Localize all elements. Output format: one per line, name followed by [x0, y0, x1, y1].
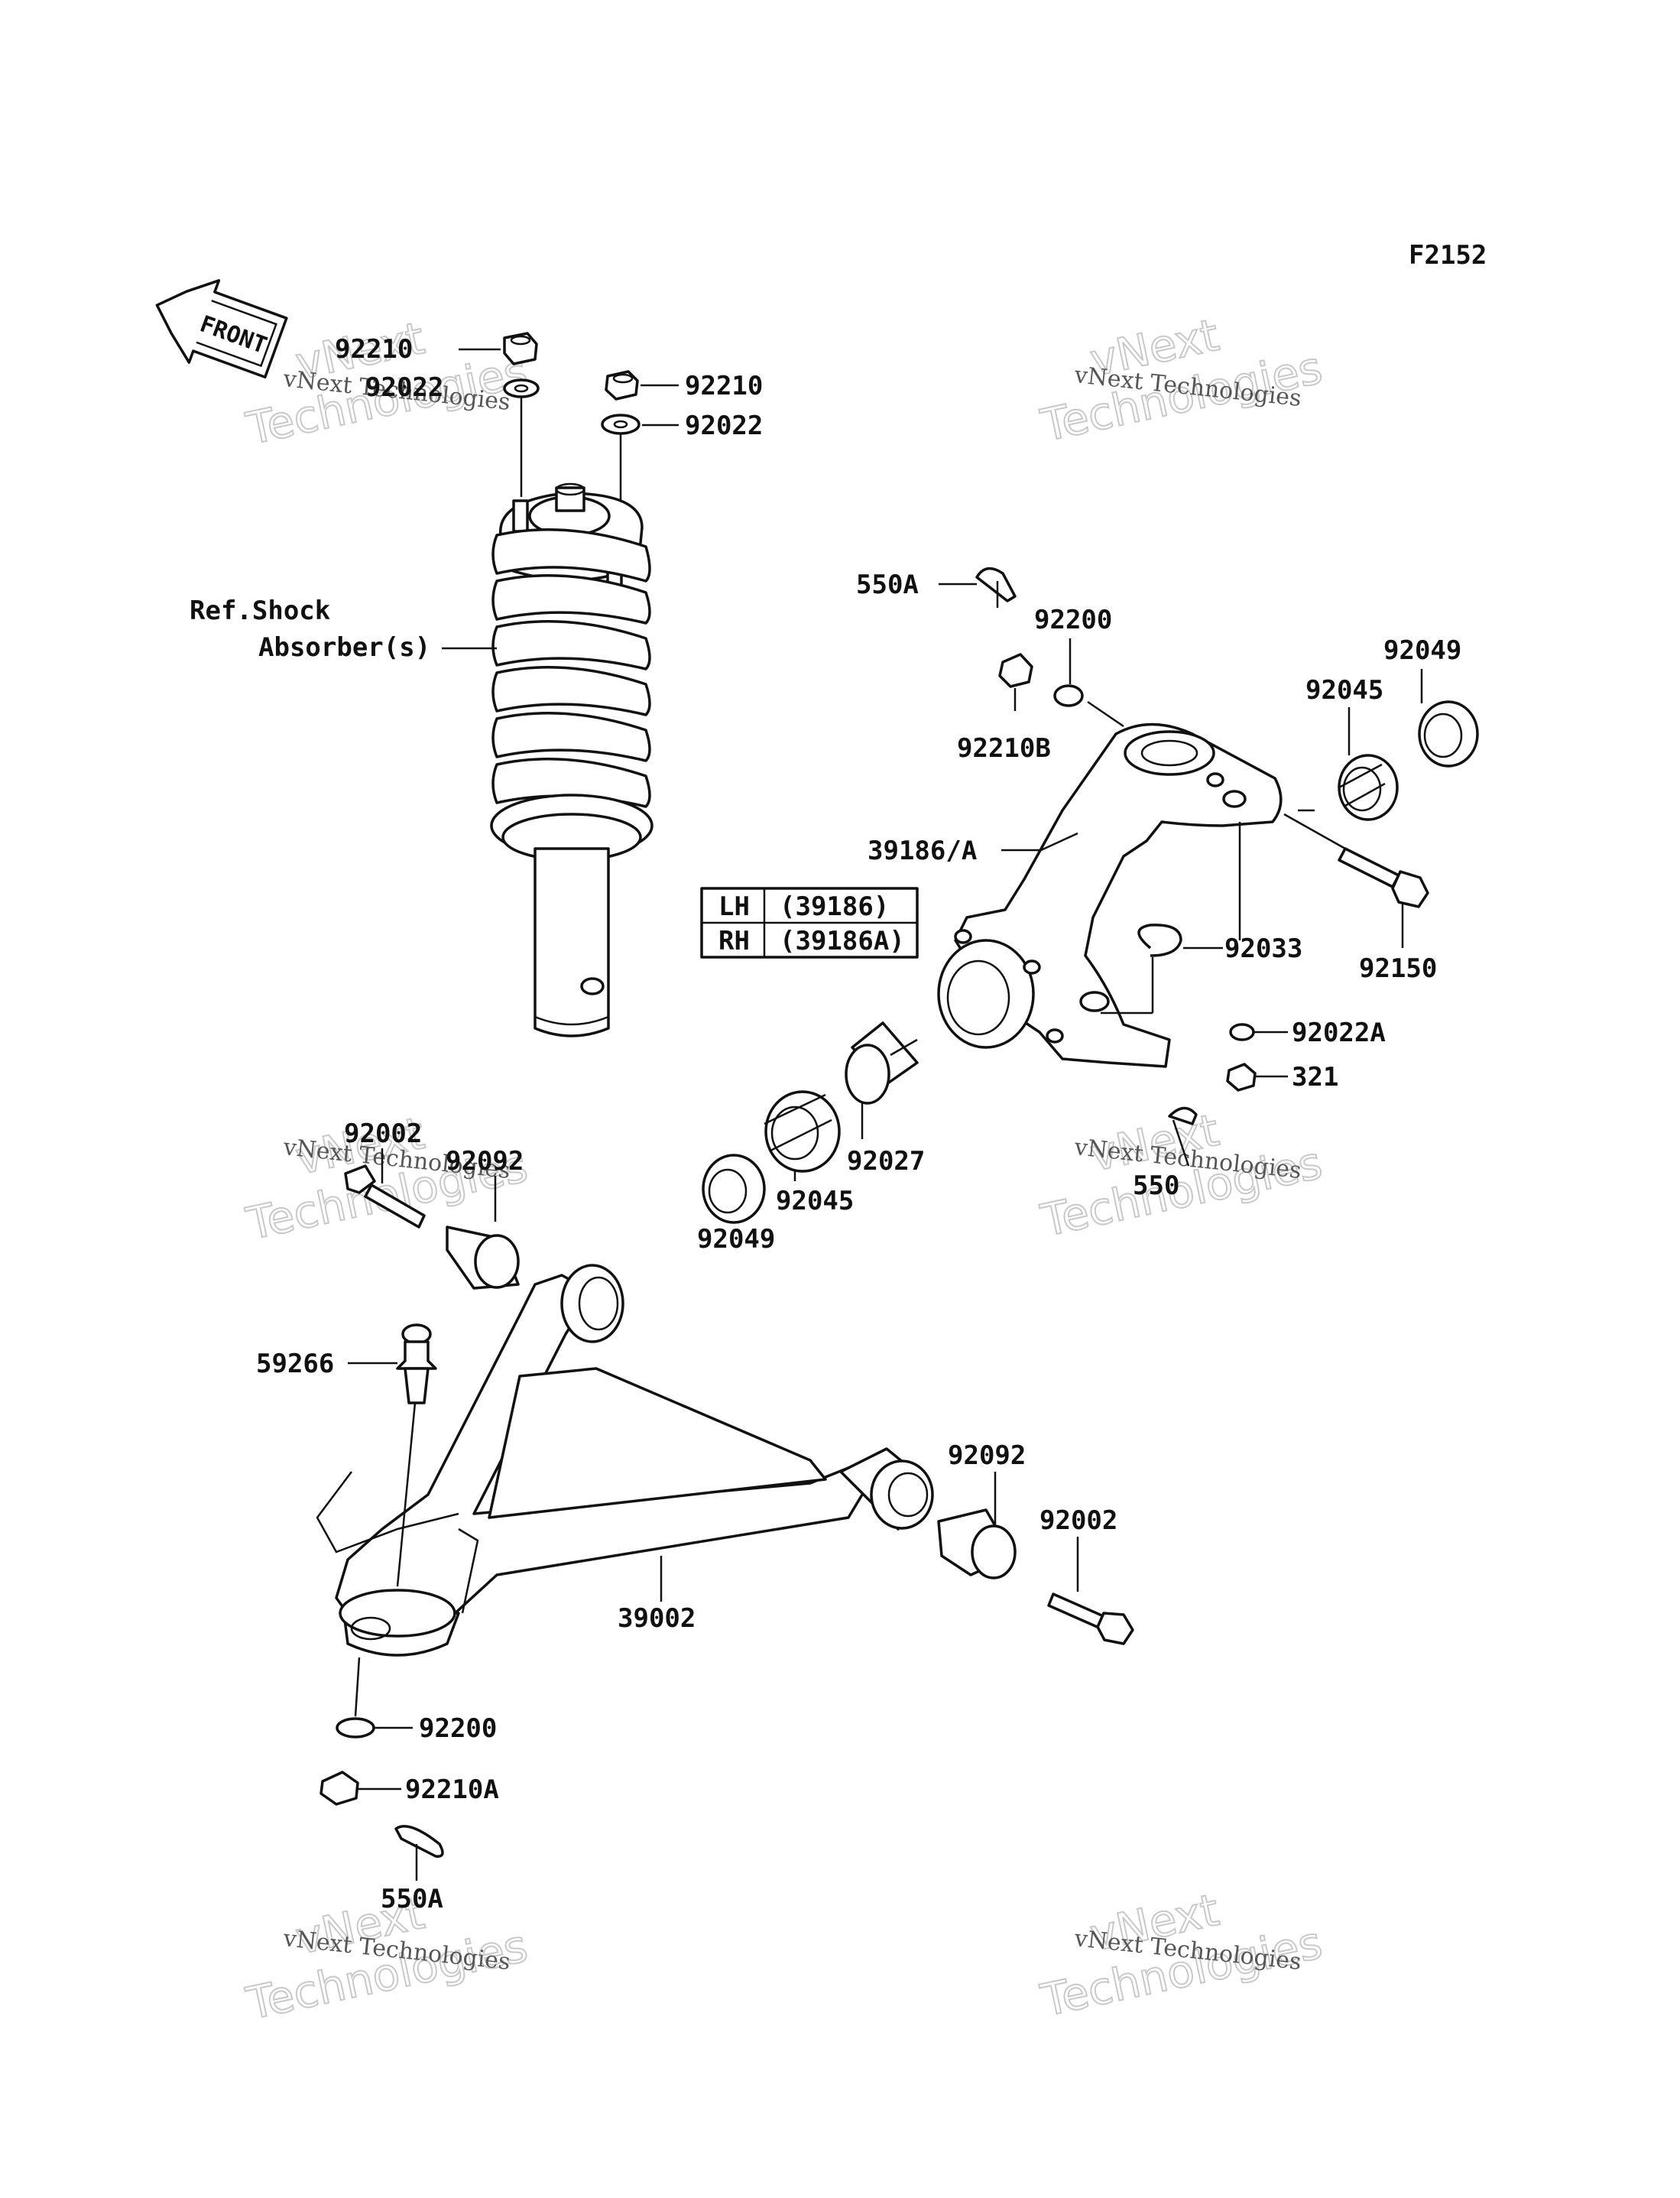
- ref-note-line1: Ref.Shock: [190, 596, 330, 626]
- callout-labels: 92210 92022 92210 92022 Ref.Shock Absorb…: [190, 334, 1461, 1914]
- nut-top-right-icon: [605, 370, 639, 401]
- bolt-arm-right-icon: [1047, 1592, 1134, 1645]
- callout-92049-right: 92049: [1383, 635, 1461, 666]
- bolt-knuckle-icon: [1283, 813, 1429, 908]
- bushing-right-icon: [937, 1508, 1017, 1580]
- callout-92002-right: 92002: [1039, 1505, 1117, 1536]
- callout-92200-arm: 92200: [419, 1713, 497, 1744]
- spacer-icon: [845, 1021, 919, 1105]
- cotter-pin-arm-icon: [394, 1825, 444, 1858]
- callout-550A-arm: 550A: [381, 1884, 443, 1914]
- knuckle-assembly: [702, 567, 1479, 1224]
- callout-92022-top-right: 92022: [685, 411, 763, 441]
- callout-92027: 92027: [847, 1146, 925, 1177]
- front-arrow-icon: FRONT: [155, 279, 288, 378]
- callout-92092-left: 92092: [446, 1146, 524, 1177]
- callout-92022-top-left: 92022: [365, 372, 443, 403]
- washer-knuckle-top-icon: [1053, 684, 1084, 707]
- castle-nut-knuckle-icon: [998, 653, 1033, 688]
- part-rh: (39186A): [780, 926, 905, 956]
- callout-92092-right: 92092: [948, 1440, 1026, 1471]
- bearing-right-icon: [1338, 754, 1399, 821]
- side-lh: LH: [718, 891, 750, 922]
- nut-knuckle-bottom-icon: [1226, 1063, 1257, 1092]
- ref-note-line2: Absorber(s): [258, 632, 430, 663]
- callout-92033: 92033: [1224, 933, 1302, 964]
- ball-joint-icon: [396, 1323, 437, 1404]
- figure-code: F2152: [1409, 240, 1487, 271]
- callout-92045-left: 92045: [776, 1186, 854, 1216]
- washer-knuckle-bottom-icon: [1229, 1023, 1255, 1041]
- castle-nut-arm-icon: [319, 1771, 359, 1806]
- lower-arm-assembly: [316, 1164, 1134, 1858]
- cotter-pin-upper-icon: [975, 567, 1017, 608]
- callout-59266: 59266: [256, 1349, 334, 1379]
- callout-39186A: 39186/A: [868, 836, 977, 866]
- bolt-arm-left-icon: [344, 1164, 426, 1229]
- washer-arm-icon: [336, 1717, 375, 1739]
- bushing-left-icon: [446, 1226, 520, 1290]
- callout-550A-upper: 550A: [856, 570, 919, 600]
- leader-lines: [348, 348, 1423, 1881]
- washer-top-left-icon: [503, 378, 540, 398]
- nut-top-left-icon: [503, 332, 538, 365]
- washer-top-right-icon: [601, 414, 641, 435]
- side-table: LH (39186) RH (39186A): [700, 887, 919, 959]
- callout-92045-right: 92045: [1305, 675, 1383, 706]
- cotter-pin-knuckle-icon: [1168, 1106, 1198, 1167]
- shock-absorber: [490, 332, 654, 1037]
- callout-92210-top-left: 92210: [335, 334, 413, 365]
- spring-icon: [491, 528, 651, 808]
- oil-seal-right-icon: [1418, 700, 1479, 768]
- part-lh: (39186): [780, 891, 889, 922]
- callout-92210-top-right: 92210: [685, 371, 763, 401]
- oil-seal-left-icon: [702, 1154, 766, 1224]
- callout-92049-left: 92049: [697, 1224, 775, 1255]
- callout-92210B: 92210B: [957, 733, 1051, 764]
- callout-550: 550: [1133, 1170, 1179, 1201]
- callout-321: 321: [1292, 1062, 1338, 1093]
- circlip-icon: [1137, 924, 1182, 957]
- bearing-left-icon: [764, 1090, 841, 1173]
- callout-92200-knuckle: 92200: [1034, 605, 1112, 635]
- callout-39002: 39002: [618, 1603, 696, 1634]
- callout-92022A: 92022A: [1292, 1018, 1386, 1048]
- side-rh: RH: [718, 926, 750, 956]
- watermark-top-right: vNext Technologies: [1036, 308, 1328, 453]
- callout-92150: 92150: [1359, 953, 1437, 984]
- callout-92002-left: 92002: [344, 1118, 422, 1149]
- callout-92210A: 92210A: [405, 1774, 499, 1805]
